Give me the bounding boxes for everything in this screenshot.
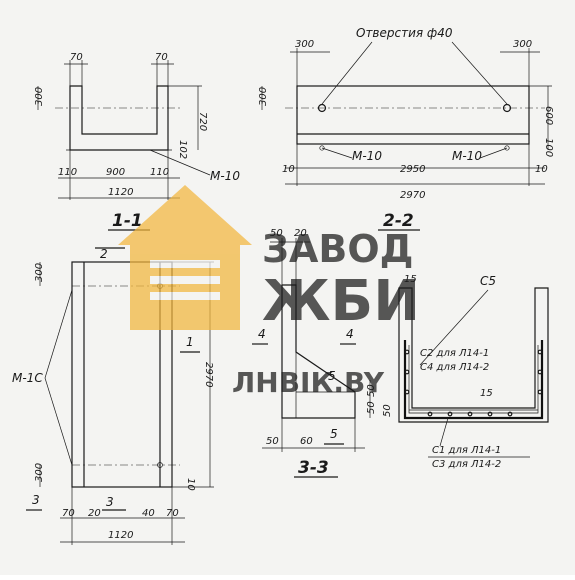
watermark-line1: ЗАВОД (262, 227, 414, 271)
view-reinforcement: С5 15 С2 для Л14-1 С4 для Л14-2 15 С1 дл… (398, 274, 549, 470)
mark-2: 2 (100, 247, 108, 261)
dim-720: 720 (197, 112, 208, 131)
mark-5-top: 5 (328, 369, 336, 383)
view-1-1: 70 70 300 720 102 110 900 110 1120 М-10 … (34, 52, 240, 231)
dim-20-top: 20 (294, 228, 307, 239)
title-2-2: 2-2 (383, 211, 414, 231)
house-logo (118, 185, 252, 330)
dim-102: 102 (177, 140, 188, 159)
watermark: ЗАВОД ЖБИ ЛНВІК.BY (118, 185, 420, 399)
mark-1: 1 (186, 335, 194, 349)
label-c4: С4 для Л14-2 (420, 362, 489, 373)
dim-10-right: 10 (535, 164, 548, 175)
plan-outline (71, 261, 173, 488)
dim-110-right: 110 (150, 167, 169, 178)
dim-600: 600 (543, 106, 554, 125)
mark-5-bottom: 5 (330, 427, 338, 441)
dim-900: 900 (106, 167, 125, 178)
label-m1c: М-1С (12, 371, 43, 385)
dim-70-plan-left: 70 (62, 508, 75, 519)
dim-300-plan-top: 300 (34, 263, 45, 282)
dim-110-left: 110 (58, 167, 77, 178)
dim-300-left: 300 (34, 87, 45, 106)
section-1-1-outline (69, 85, 169, 151)
label-holes: Отверстия ф40 (356, 26, 453, 40)
dim-10-left: 10 (282, 164, 295, 175)
mark-4-right: 4 (346, 327, 354, 341)
watermark-line2: ЖБИ (262, 269, 420, 334)
dim-50-top: 50 (270, 228, 283, 239)
dim-50-bottom: 50 (266, 436, 279, 447)
label-m10-left: М-10 (352, 149, 382, 163)
dim-15-mid: 15 (480, 388, 493, 399)
hole-left (317, 103, 327, 113)
label-c3: С3 для Л14-2 (432, 459, 501, 470)
dim-1120-bottom: 1120 (108, 530, 133, 541)
label-c1: С1 для Л14-1 (432, 445, 501, 456)
dim-50-right-mid: 50 (366, 401, 377, 414)
dim-40-plan: 40 (142, 508, 155, 519)
dim-70-left: 70 (70, 52, 83, 63)
rebar-outline (398, 287, 549, 423)
mark-3-left: 3 (32, 493, 40, 507)
dim-50-right-bottom: 50 (382, 404, 393, 417)
dim-60-bottom: 60 (300, 436, 313, 447)
dim-2950: 2950 (400, 164, 425, 175)
title-3-3: 3-3 (298, 458, 329, 478)
dim-2970: 2970 (400, 190, 425, 201)
beam-elevation (296, 85, 530, 145)
dim-1120-top: 1120 (108, 187, 133, 198)
dim-300-top-right: 300 (513, 39, 532, 50)
label-m10-section: М-10 (210, 169, 240, 183)
dim-50-right-top: 50 (366, 384, 377, 397)
dim-300-plan-bottom: 300 (34, 463, 45, 482)
dim-70-right: 70 (155, 52, 168, 63)
rebar-cage (403, 340, 544, 420)
dim-20-plan: 20 (88, 508, 101, 519)
label-m10-right: М-10 (452, 149, 482, 163)
view-2-2: Отверстия ф40 300 300 300 600 100 М-10 М… (258, 26, 554, 231)
mark-4-left: 4 (258, 327, 266, 341)
dim-300-top-left: 300 (295, 39, 314, 50)
watermark-line3: ЛНВІК.BY (232, 366, 385, 399)
dim-300-2-2: 300 (258, 87, 269, 106)
dim-70-plan-right: 70 (166, 508, 179, 519)
title-1-1: 1-1 (112, 211, 143, 231)
view-3-3: 50 20 4 4 5 5 50 50 50 50 60 3-3 (252, 228, 393, 478)
dim-15-top: 15 (404, 274, 417, 285)
hole-right (502, 103, 512, 113)
dim-2970-vertical: 2970 (203, 362, 214, 387)
label-c5: С5 (480, 274, 496, 288)
dim-10-plan: 10 (185, 478, 196, 491)
mark-3-bottom: 3 (106, 495, 114, 509)
label-c2: С2 для Л14-1 (420, 348, 489, 359)
dim-100: 100 (543, 138, 554, 157)
